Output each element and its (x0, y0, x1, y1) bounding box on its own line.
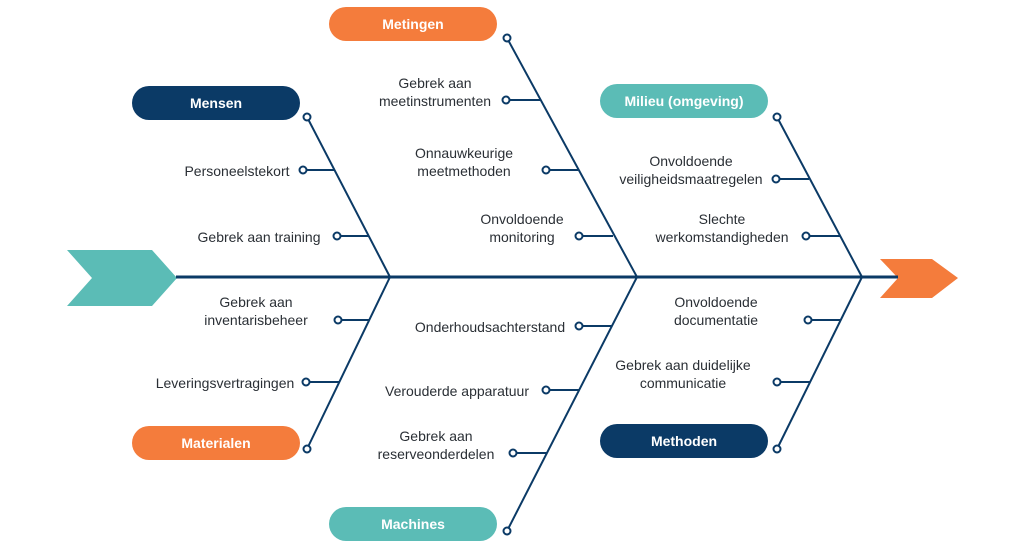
category-methoden-label: Methoden (650, 433, 718, 449)
category-metingen-label: Metingen (382, 16, 444, 32)
category-machines: Machines (329, 507, 497, 541)
sub-bone-end (301, 377, 311, 387)
sub-bone-end (501, 95, 511, 105)
sub-bone-end (803, 315, 813, 325)
cause-communicatie: Gebrek aan duidelijke communicatie (615, 357, 751, 391)
cause-personeelstekort: Personeelstekort (184, 163, 290, 179)
cause-gebrek-aan-training: Gebrek aan training (197, 229, 321, 245)
category-mensen-label: Mensen (189, 95, 243, 111)
cause-inventarisbeheer: Gebrek aan inventarisbeheer (204, 294, 308, 328)
sub-bone-end (772, 377, 782, 387)
bone-end-machines (502, 526, 512, 536)
category-milieu-label: Milieu (omgeving) (624, 93, 744, 109)
cause-onderhoudsachterstand: Onderhoudsachterstand (414, 319, 566, 335)
sub-bone-end (541, 165, 551, 175)
cause-werkomstandigheden: Slechte werkomstandigheden (655, 211, 789, 245)
sub-bone-end (333, 315, 343, 325)
cause-reserveonderdelen: Gebrek aan reserveonderdelen (377, 428, 495, 462)
sub-bone-end (574, 231, 584, 241)
bone-end-methoden (772, 444, 782, 454)
sub-bone-end (574, 321, 584, 331)
cause-meetmethoden: Onnauwkeurige meetmethoden (414, 145, 514, 179)
category-materialen-label: Materialen (181, 435, 251, 451)
bone-end-mensen (302, 112, 312, 122)
sub-bone-end (541, 385, 551, 395)
bone-methoden (776, 276, 863, 450)
cause-verouderde-apparatuur: Verouderde apparatuur (385, 383, 529, 399)
category-machines-label: Machines (381, 516, 445, 532)
bone-end-milieu (772, 112, 782, 122)
sub-bone-end (298, 165, 308, 175)
bone-metingen (506, 37, 638, 278)
bone-machines (506, 276, 638, 532)
sub-bone-end (801, 231, 811, 241)
sub-bone-end (332, 231, 342, 241)
bone-end-materialen (302, 444, 312, 454)
cause-meetinstrumenten: Gebrek aan meetinstrumenten (378, 75, 492, 109)
cause-leveringsvertragingen: Leveringsvertragingen (155, 375, 295, 391)
category-materialen: Materialen (132, 426, 300, 460)
sub-bone-end (508, 448, 518, 458)
cause-veiligheidsmaatregelen: Onvoldoende veiligheidsmaatregelen (619, 153, 763, 187)
category-mensen: Mensen (132, 86, 300, 120)
cause-monitoring: Onvoldoende monitoring (480, 211, 564, 245)
sub-bone-end (771, 174, 781, 184)
bone-materialen (306, 276, 391, 450)
cause-documentatie: Onvoldoende documentatie (673, 294, 759, 328)
bone-mensen (306, 116, 391, 278)
bone-end-metingen (502, 33, 512, 43)
category-metingen: Metingen (329, 7, 497, 41)
category-milieu: Milieu (omgeving) (600, 84, 768, 118)
head-arrow (880, 259, 958, 298)
bone-milieu (776, 116, 863, 278)
category-methoden: Methoden (600, 424, 768, 458)
tail-arrow (67, 250, 177, 306)
